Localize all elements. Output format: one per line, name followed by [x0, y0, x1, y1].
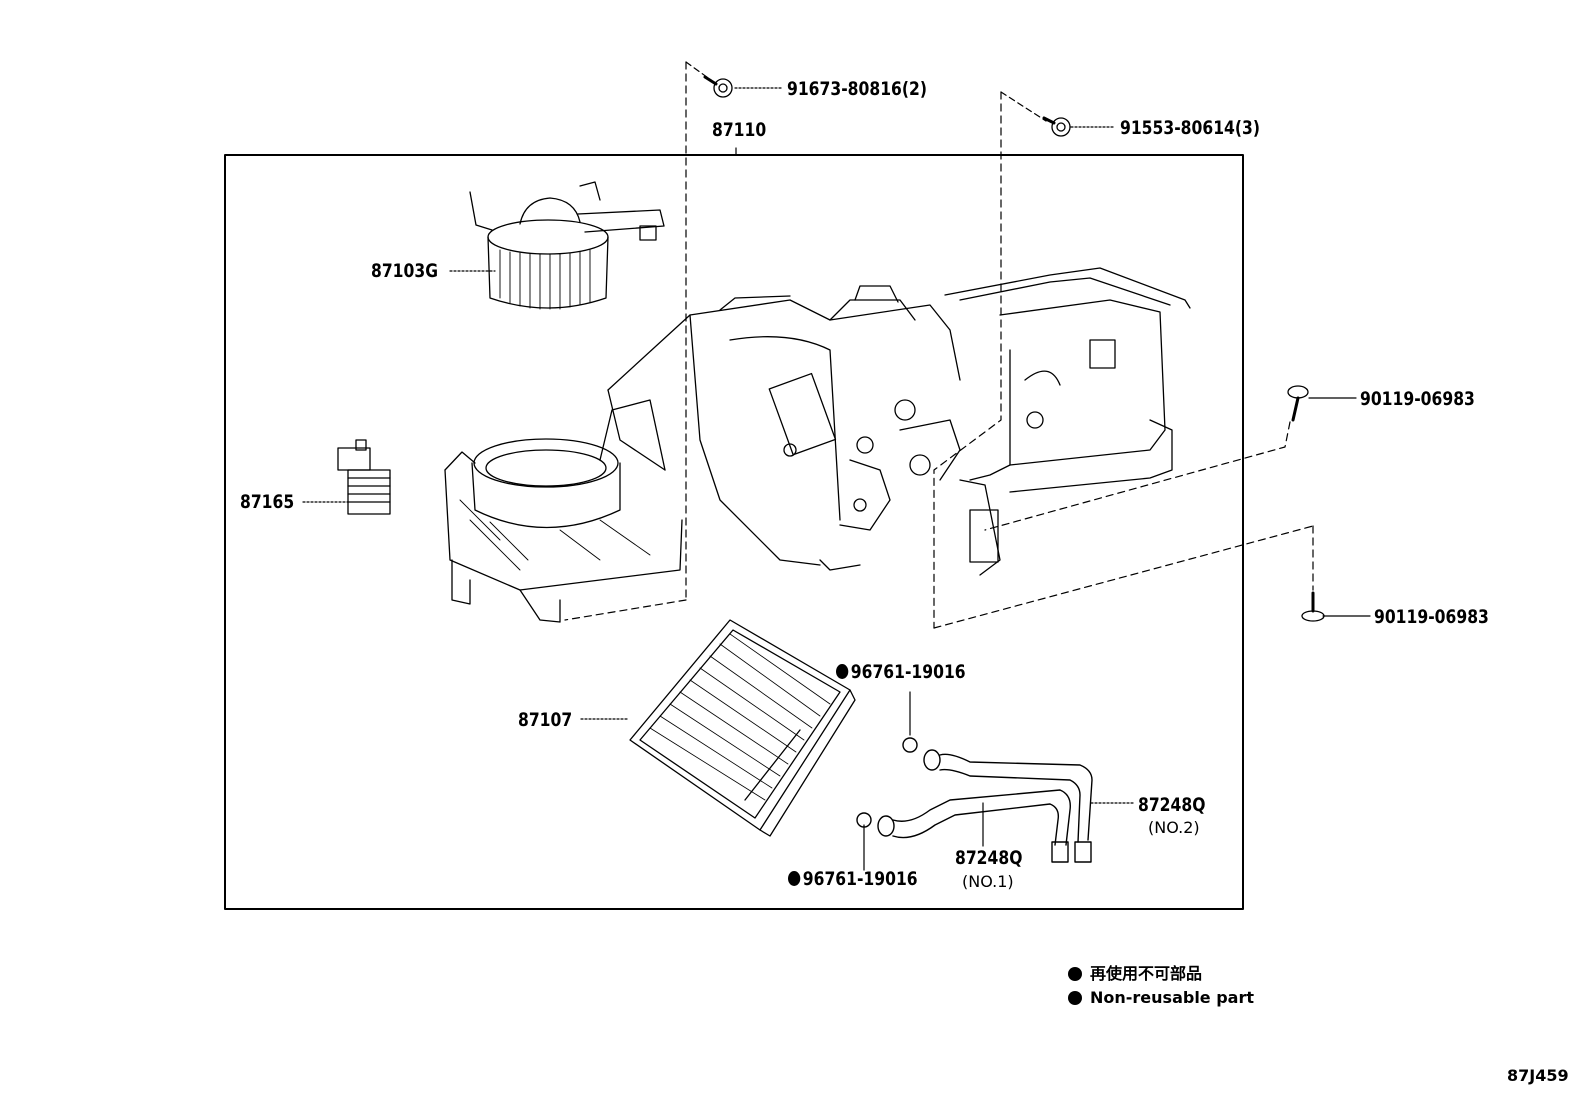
label-pipe-no2: 87248Q [1138, 794, 1206, 816]
label-oring-lower: 96761-19016 [788, 869, 918, 889]
label-part-87110: 87110 [712, 119, 767, 141]
label-bolt-90119-lower: 90119-06983 [1374, 606, 1489, 628]
legend-jp-text: 再使用不可部品 [1090, 964, 1203, 983]
label-pipe-no1: 87248Q [955, 847, 1023, 869]
legend-en: Non-reusable part [1068, 988, 1254, 1007]
oring-upper-number: 96761-19016 [850, 661, 966, 683]
non-reusable-marker-icon [836, 664, 849, 679]
label-pipe-no2-sub: (NO.2) [1148, 818, 1200, 837]
non-reusable-marker-icon [788, 871, 801, 886]
legend-en-text: Non-reusable part [1090, 988, 1255, 1007]
label-bolt-90119-upper: 90119-06983 [1360, 388, 1475, 410]
bolt-icon [1287, 385, 1309, 422]
heater-core-drawing [629, 619, 856, 837]
label-part-87103g: 87103G [371, 260, 438, 282]
non-reusable-marker-icon [1068, 991, 1082, 1005]
label-bolt-91553: 91553-80614(3) [1120, 117, 1260, 139]
bolt-icon [1301, 591, 1325, 622]
leader-lines [302, 61, 1371, 871]
label-pipe-no1-sub: (NO.1) [962, 872, 1014, 891]
ac-unit-housing-drawing [444, 267, 1191, 623]
oring-lower-number: 96761-19016 [802, 868, 918, 890]
blower-resistor-drawing [337, 439, 391, 515]
heater-pipe-drawing [856, 737, 1093, 863]
non-reusable-marker-icon [1068, 967, 1082, 981]
legend-jp: 再使用不可部品 [1068, 960, 1202, 984]
label-oring-upper: 96761-19016 [836, 662, 966, 682]
label-part-87107: 87107 [518, 709, 573, 731]
bolt-icon [1042, 116, 1071, 137]
label-part-87165: 87165 [240, 491, 295, 513]
bolt-icon [703, 75, 733, 98]
label-bolt-91673: 91673-80816(2) [787, 78, 927, 100]
figure-code: 87J459 [1507, 1066, 1569, 1085]
blower-motor-drawing [469, 181, 665, 310]
assembly-frame [224, 154, 1244, 910]
